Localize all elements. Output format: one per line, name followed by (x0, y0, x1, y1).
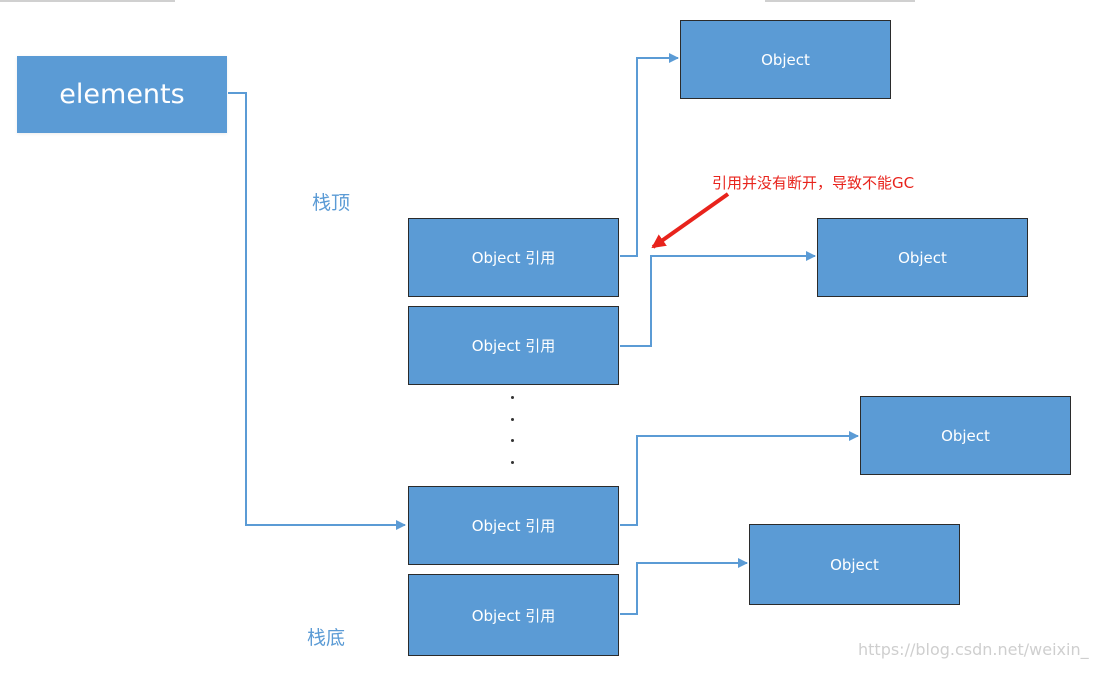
top-divider-left (0, 0, 175, 2)
ref1-connector (620, 53, 679, 257)
stack-reference-box: Object 引用 (408, 486, 619, 565)
stack-top-label: 栈顶 (312, 192, 351, 214)
ref2-connector (620, 251, 816, 347)
ref3-connector (620, 431, 859, 526)
reference-label: Object 引用 (471, 249, 556, 267)
stack-reference-box: Object 引用 (408, 306, 619, 385)
stack-reference-box: Object 引用 (408, 218, 619, 297)
top-divider-right (765, 0, 915, 2)
reference-label: Object 引用 (471, 337, 556, 355)
gc-annotation: 引用并没有断开，导致不能GC (712, 174, 915, 192)
object-label: Object (941, 426, 990, 445)
ellipsis-dot (511, 439, 514, 442)
ref4-connector (620, 558, 748, 615)
heap-object-box: Object (860, 396, 1071, 475)
stack-bottom-label: 栈底 (307, 627, 346, 649)
object-label: Object (898, 248, 947, 267)
elements-box: elements (17, 56, 227, 133)
elements-label: elements (59, 79, 185, 110)
object-label: Object (830, 555, 879, 574)
reference-label: Object 引用 (471, 606, 556, 625)
object-label: Object (761, 50, 810, 69)
ellipsis-dot (511, 461, 514, 464)
ellipsis-dot (511, 418, 514, 421)
heap-object-box: Object (749, 524, 960, 605)
watermark: https://blog.csdn.net/weixin_ (858, 640, 1089, 659)
reference-label: Object 引用 (471, 517, 556, 535)
heap-object-box: Object (817, 218, 1028, 297)
heap-object-box: Object (680, 20, 891, 99)
ellipsis-dot (511, 396, 514, 399)
annotation-arrow (651, 192, 730, 249)
elements-connector (228, 92, 406, 530)
stack-reference-box: Object 引用 (408, 574, 619, 656)
